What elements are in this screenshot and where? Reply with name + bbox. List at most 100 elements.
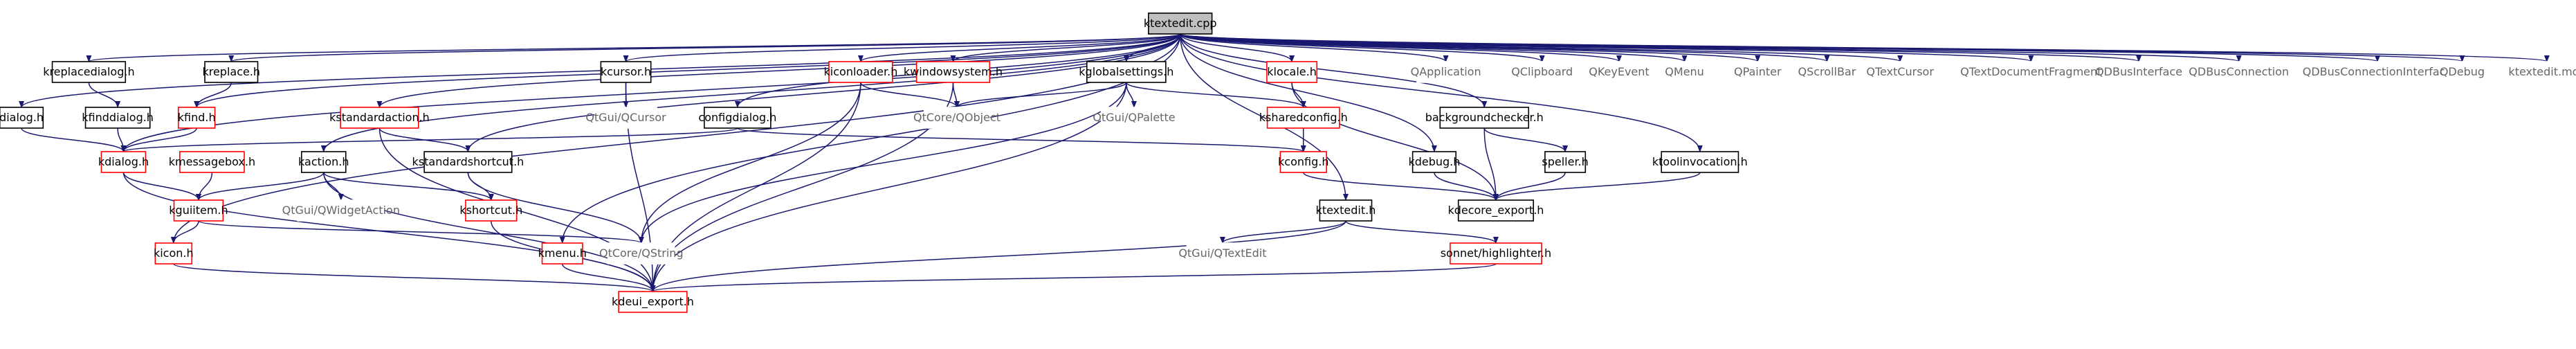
node-box [828,61,893,83]
node-QtGui_QWidgetAction[interactable]: QtGui/QWidgetAction [282,199,400,222]
node-label: ktoolinvocation.h [1652,155,1748,168]
node-dialog_h[interactable]: dialog.h [0,107,44,129]
edge-ktextedit_cpp-to-kcursor_h [623,33,1181,62]
node-QPainter[interactable]: QPainter [1734,61,1782,83]
edge-ktextedit_cpp-to-backgroundchecker_h [1179,33,1488,108]
node-kdebug_h[interactable]: kdebug.h [1408,151,1460,173]
edge-kstandardshortcut_h-to-QtCore_QString [467,172,644,244]
node-kreplace_h[interactable]: kreplace.h [202,61,260,83]
node-QTextDocumentFragment[interactable]: QTextDocumentFragment [1960,61,2101,83]
node-QKeyEvent[interactable]: QKeyEvent [1589,61,1650,83]
node-QDBusInterface[interactable]: QDBusInterface [2095,61,2182,83]
node-label: kaction.h [298,155,349,168]
node-backgroundchecker_h[interactable]: backgroundchecker.h [1425,107,1544,129]
node-ktextedit_moc[interactable]: ktextedit.moc [2508,61,2576,83]
node-box [1439,107,1530,129]
node-QtGui_QPalette[interactable]: QtGui/QPalette [1093,107,1176,129]
node-ktextedit_h[interactable]: ktextedit.h [1316,199,1376,222]
node-box [704,107,771,129]
edge-kiconloader_h-to-QtCore_QString [638,82,861,244]
node-ktoolinvocation_h[interactable]: ktoolinvocation.h [1652,151,1748,173]
node-ktextedit_cpp[interactable]: ktextedit.cpp [1144,12,1217,35]
node-QDBusConnection[interactable]: QDBusConnection [2189,61,2289,83]
edge-ktextedit_cpp-to-kfind_h [194,33,1181,108]
node-QDBusConnectionInterface[interactable]: QDBusConnectionInterface [2303,61,2453,83]
node-label: QtGui/QTextEdit [1178,247,1266,260]
edge-ktoolinvocation_h-to-kdecore_export_h [1493,172,1701,201]
node-box [1266,61,1318,83]
edge-ktextedit_cpp-to-ktextedit_moc [1179,33,2549,62]
node-QDebug[interactable]: QDebug [2440,61,2485,83]
node-kaction_h[interactable]: kaction.h [298,151,349,173]
node-label: kdebug.h [1408,155,1460,168]
node-box [423,151,513,173]
node-label: kwindowsystem.h [904,65,1003,78]
edge-kglobalsettings_h-to-QtCore_QObject [954,82,1127,108]
node-klocale_h[interactable]: klocale.h [1266,61,1318,83]
node-QtCore_QString[interactable]: QtCore/QString [599,242,684,265]
node-label: dialog.h [0,111,44,124]
node-QTextCursor[interactable]: QTextCursor [1866,61,1934,83]
edge-kglobalsettings_h-to-kdeui_export_h [650,82,1127,292]
node-kcursor_h[interactable]: kcursor.h [600,61,652,83]
edge-ktextedit_cpp-to-QApplication [1179,33,1449,62]
node-QScrollBar[interactable]: QScrollBar [1798,61,1856,83]
node-QMenu[interactable]: QMenu [1665,61,1704,83]
node-kfinddialog_h[interactable]: kfinddialog.h [82,107,154,129]
node-label: sonnet/highlighter.h [1441,247,1551,260]
node-box [84,107,151,129]
node-box [2321,61,2433,83]
node-kstandardaction_h[interactable]: kstandardaction.h [329,107,430,129]
node-label: kshortcut.h [459,204,522,217]
node-box [1515,61,1569,83]
node-QtGui_QCursor[interactable]: QtGui/QCursor [585,107,666,129]
edge-kreplace_h-to-kfind_h [194,82,232,108]
node-kglobalsettings_h[interactable]: kglobalsettings.h [1079,61,1173,83]
node-QApplication[interactable]: QApplication [1411,61,1481,83]
edge-configdialog_h-to-kdialog_h [120,127,738,152]
node-kwindowsystem_h[interactable]: kwindowsystem.h [904,61,1003,83]
node-label: QMenu [1665,65,1704,78]
edge-kaction_h-to-QtGui_QWidgetAction [323,172,344,201]
node-label: QDBusConnectionInterface [2303,65,2453,78]
node-kmenu_h[interactable]: kmenu.h [538,242,587,265]
node-box [1148,12,1213,35]
node-speller_h[interactable]: speller.h [1542,151,1589,173]
node-kdialog_h[interactable]: kdialog.h [98,151,149,173]
node-label: kmessagebox.h [169,155,255,168]
node-kshortcut_h[interactable]: kshortcut.h [459,199,522,222]
node-kguiitem_h[interactable]: kguiitem.h [169,199,228,222]
node-label: kdialog.h [98,155,149,168]
node-configdialog_h[interactable]: configdialog.h [698,107,776,129]
node-label: kmenu.h [538,247,587,260]
node-kreplacedialog_h[interactable]: kreplacedialog.h [43,61,135,83]
edge-kguiitem_h-to-QtCore_QString [198,220,644,244]
node-QtCore_QObject[interactable]: QtCore/QObject [913,107,1001,129]
node-kdeui_export_h[interactable]: kdeui_export.h [612,291,694,313]
node-QtGui_QTextEdit[interactable]: QtGui/QTextEdit [1178,242,1267,265]
node-QClipboard[interactable]: QClipboard [1511,61,1573,83]
node-label: QtGui/QPalette [1093,111,1175,124]
node-label: kstandardshortcut.h [412,155,524,168]
node-kfind_h[interactable]: kfind.h [178,107,216,129]
node-label: QPainter [1734,65,1782,78]
node-box [2200,61,2278,83]
edge-kglobalsettings_h-to-ksharedconfig_h [1126,82,1306,108]
edge-ktextedit_cpp-to-kaction_h [320,33,1181,152]
node-kmessagebox_h[interactable]: kmessagebox.h [169,151,255,173]
node-sonnet_highlighter_h[interactable]: sonnet/highlighter.h [1441,242,1551,265]
edge-ktextedit_h-to-sonnet_highlighter_h [1345,220,1499,244]
node-kicon_h[interactable]: kicon.h [154,242,194,265]
node-box [179,151,245,173]
node-kdecore_export_h[interactable]: kdecore_export.h [1447,199,1544,222]
node-label: configdialog.h [698,111,776,124]
edge-kfind_h-to-kdialog_h [120,127,197,152]
edge-dialog_h-to-kdialog_h [21,127,127,152]
node-ksharedconfig_h[interactable]: ksharedconfig.h [1259,107,1348,129]
node-kiconloader_h[interactable]: kiconloader.h [824,61,898,83]
node-kstandardshortcut_h[interactable]: kstandardshortcut.h [412,151,524,173]
node-label: speller.h [1542,155,1588,168]
node-label: ktextedit.moc [2508,65,2576,78]
node-kconfig_h[interactable]: kconfig.h [1278,151,1328,173]
